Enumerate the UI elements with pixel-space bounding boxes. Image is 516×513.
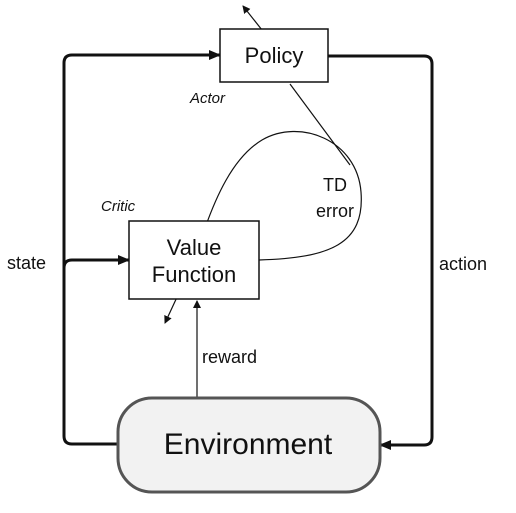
td-error-label-line2: error: [316, 201, 354, 221]
environment-box: [116, 396, 382, 494]
reward-label: reward: [202, 347, 257, 367]
critic-label: Critic: [101, 198, 136, 215]
action-edge: [328, 54, 434, 450]
action-label: action: [439, 254, 487, 274]
actor-label: Actor: [189, 90, 226, 107]
policy-box: [219, 28, 329, 83]
td-error-label-line1: TD: [323, 175, 347, 195]
state-edge-to-policy: [62, 50, 221, 446]
policy-update-arrow: [242, 5, 263, 31]
state-label: state: [7, 253, 46, 273]
value-function-box: [128, 220, 260, 300]
environment-label: Environment: [164, 428, 333, 461]
value-function-label-line1: Value: [167, 235, 222, 260]
td-error-loop: [204, 131, 362, 261]
state-edge-to-value-function: [62, 255, 130, 269]
value-function-label-line2: Function: [152, 262, 236, 287]
td-error-to-policy: [289, 83, 351, 166]
policy-label: Policy: [245, 43, 304, 68]
